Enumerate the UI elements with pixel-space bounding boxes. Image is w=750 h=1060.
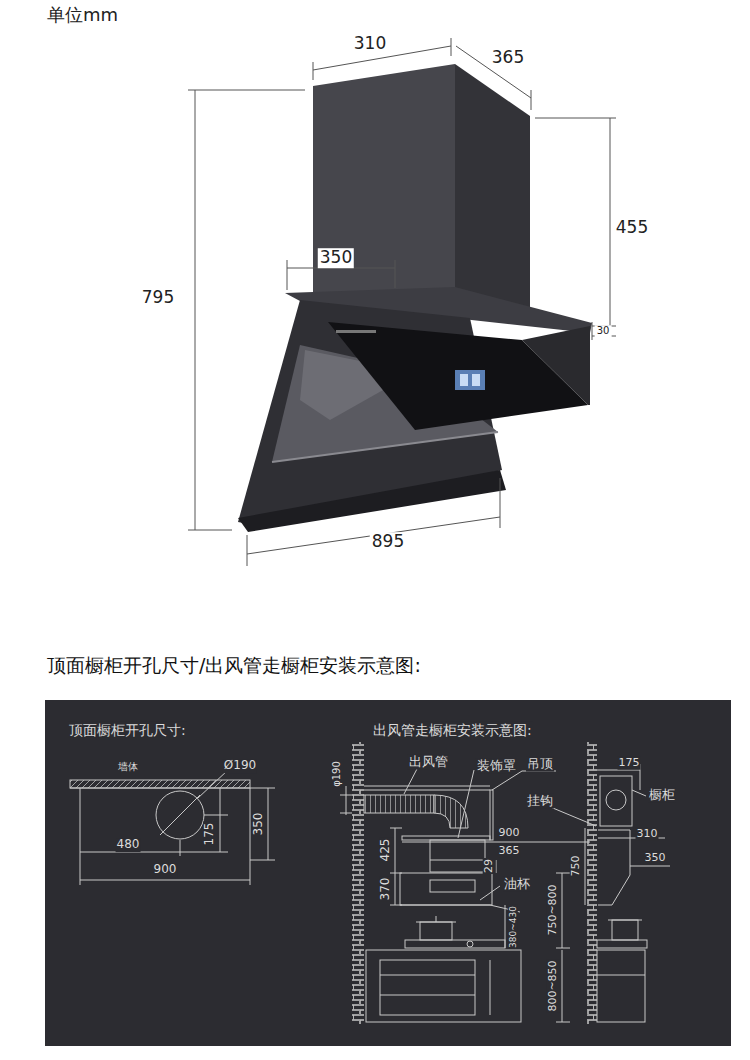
dimension-label: 480 [116,838,141,852]
dimension-label: 175 [203,822,217,847]
dimension-label: 455 [614,218,650,238]
dimension-label: 29 [483,858,496,874]
dimension-label: 350 [644,852,667,865]
dimension-label: Ø190 [223,759,257,773]
dimension-label: 365 [498,845,521,858]
dimension-label: 750 [570,855,583,878]
dimension-label: 795 [140,288,176,308]
dimension-label: 310 [352,34,388,54]
dimension-label: 装饰罩 [476,759,517,774]
dimension-label: 350 [252,812,266,837]
heading-label: 单位mm [45,5,120,26]
dimension-label: 750~800 [547,883,560,936]
dimension-label: 370 [379,877,393,902]
dimension-label: 挂钩 [526,794,554,809]
dimension-label: 900 [498,827,521,840]
dimension-label: 425 [379,838,393,863]
dimension-label: 365 [490,48,526,68]
dimension-label: 350 [318,248,354,268]
dimension-label: 油杯 [503,877,531,892]
dimension-label: φ190 [331,760,343,788]
dimension-label: 30 [595,325,612,337]
dimension-label: 橱柜 [648,788,676,803]
section-heading: 顶面橱柜开孔尺寸/出风管走橱柜安装示意图: [45,655,423,677]
dimension-label: 380~430 [508,905,518,949]
dimension-label: 吊顶 [526,757,554,772]
dimension-label: 310 [636,828,659,841]
dimension-label: 900 [153,863,178,877]
dimension-label: 800~850 [547,959,560,1012]
heading-label: 顶面橱柜开孔尺寸: [68,722,187,738]
heading-label: 出风管走橱柜安装示意图: [372,722,533,738]
dimension-label: 墙体 [117,761,139,773]
dimension-label: 175 [618,757,641,770]
dimension-label: 出风管 [408,755,449,770]
dimension-label: 895 [370,532,406,552]
